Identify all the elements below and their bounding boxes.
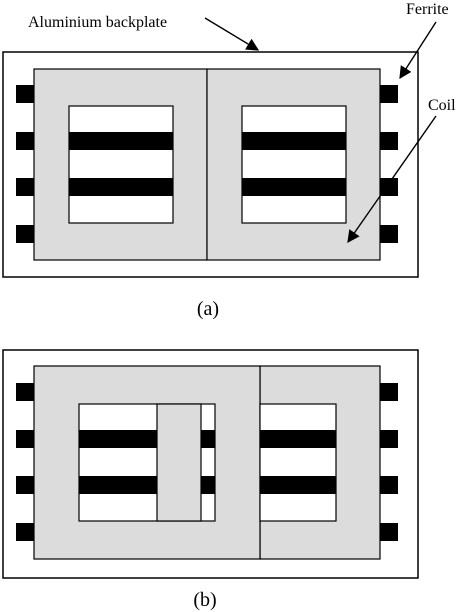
coil-stubs-left-b — [16, 383, 34, 541]
arrow-ferrite — [399, 21, 437, 80]
ferrite-overlap-leg-b — [156, 403, 202, 522]
label-ferrite: Ferrite — [406, 1, 449, 18]
panel-b: (b) — [2, 349, 419, 611]
caption-a: (a) — [197, 298, 219, 320]
coil-stubs-left-a — [16, 85, 34, 243]
caption-b: (b) — [193, 589, 216, 611]
coil-window-left-b — [78, 403, 216, 522]
label-coil: Coil — [428, 97, 456, 114]
coil-stubs-right-a — [380, 85, 398, 243]
coil-stubs-right-b — [380, 383, 398, 541]
arrow-backplate — [204, 17, 260, 51]
label-backplate: Aluminium backplate — [28, 14, 167, 31]
arrow-coil — [347, 115, 437, 244]
coil-window-right-a — [241, 105, 347, 224]
coil-window-right-b — [259, 403, 337, 522]
panel-a: Aluminium backplate Ferrite Coil (a) — [2, 1, 456, 320]
coil-window-left-a — [68, 105, 174, 224]
